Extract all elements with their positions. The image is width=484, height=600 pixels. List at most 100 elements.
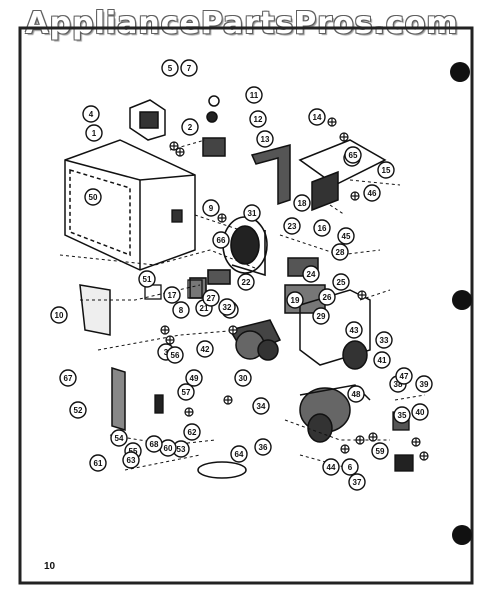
callout-label: 57: [182, 388, 191, 397]
callout-8: 8: [172, 301, 190, 319]
callout-label: 8: [179, 306, 184, 315]
callout-label: 24: [307, 270, 316, 279]
binder-hole-bottom: [452, 525, 472, 545]
callout-18: 18: [293, 194, 311, 212]
screw-icon: [339, 132, 349, 142]
callout-60: 60: [159, 439, 177, 457]
callout-11: 11: [245, 86, 263, 104]
callout-label: 9: [209, 204, 214, 213]
callout-label: 38: [394, 380, 403, 389]
callout-32: 32: [218, 298, 236, 316]
page-frame: [18, 26, 474, 585]
callout-label: 41: [378, 356, 387, 365]
callout-30: 30: [234, 369, 252, 387]
callout-label: 16: [318, 224, 327, 233]
callout-label: 64: [235, 450, 244, 459]
callout-label: 4: [89, 110, 94, 119]
callout-label: 13: [261, 135, 270, 144]
screw-icon: [419, 451, 429, 461]
binder-hole-middle: [452, 290, 472, 310]
callout-9: 9: [202, 199, 220, 217]
callout-50: 50: [84, 188, 102, 206]
fan-bracket: [298, 139, 387, 212]
callout-63: 63: [122, 451, 140, 469]
callout-label: 34: [257, 402, 266, 411]
magnetron-assembly: [189, 216, 268, 299]
callout-22: 22: [237, 273, 255, 291]
callout-layer: 1234567891011121314151617181920212223242…: [50, 59, 433, 491]
callout-label: 46: [368, 189, 377, 198]
callout-label: 43: [350, 326, 359, 335]
callout-label: 6: [348, 463, 353, 472]
callout-13: 13: [256, 130, 274, 148]
callout-label: 50: [89, 193, 98, 202]
screw-icon: [368, 432, 378, 442]
callout-label: 33: [380, 336, 389, 345]
callout-label: 10: [55, 311, 64, 320]
callout-1: 1: [85, 124, 103, 142]
callout-label: 35: [398, 411, 407, 420]
callout-label: 12: [254, 115, 263, 124]
callout-label: 65: [349, 151, 358, 160]
callout-48: 48: [347, 385, 365, 403]
callout-45: 45: [337, 227, 355, 245]
callout-19: 19: [286, 291, 304, 309]
callout-61: 61: [89, 454, 107, 472]
callout-52: 52: [69, 401, 87, 419]
callout-62: 62: [183, 423, 201, 441]
callout-label: 29: [317, 312, 326, 321]
callout-label: 44: [327, 463, 336, 472]
callout-40: 40: [411, 403, 429, 421]
callout-54: 54: [110, 429, 128, 447]
callout-label: 21: [200, 304, 209, 313]
callout-label: 1: [92, 129, 97, 138]
fuse-holder: [202, 95, 226, 157]
callout-26: 26: [318, 288, 336, 306]
callout-17: 17: [163, 286, 181, 304]
callout-label: 19: [291, 296, 300, 305]
callout-label: 7: [187, 64, 192, 73]
callout-6: 6: [341, 458, 359, 476]
callout-label: 67: [64, 374, 73, 383]
callout-label: 18: [298, 199, 307, 208]
callout-29: 29: [312, 307, 330, 325]
callout-59: 59: [371, 442, 389, 460]
callout-25: 25: [332, 273, 350, 291]
callout-label: 14: [313, 113, 322, 122]
callout-label: 61: [94, 459, 103, 468]
callout-24: 24: [302, 265, 320, 283]
callout-label: 45: [342, 232, 351, 241]
binder-hole-top: [450, 62, 470, 82]
callout-label: 28: [336, 248, 345, 257]
callout-label: 2: [188, 123, 193, 132]
callout-5: 5: [161, 59, 179, 77]
screw-icon: [175, 147, 185, 157]
callout-41: 41: [373, 351, 391, 369]
air-duct: [250, 144, 291, 206]
callout-31: 31: [243, 204, 261, 222]
callout-49: 49: [185, 369, 203, 387]
callout-label: 40: [416, 408, 425, 417]
fan-motor: [228, 319, 368, 370]
callout-label: 48: [352, 390, 361, 399]
screw-icon: [357, 290, 367, 300]
callout-44: 44: [322, 458, 340, 476]
callout-label: 42: [201, 345, 210, 354]
callout-label: 52: [74, 406, 83, 415]
callout-34: 34: [252, 397, 270, 415]
screw-icon: [228, 325, 238, 335]
callout-label: 59: [376, 447, 385, 456]
callout-label: 55: [129, 447, 138, 456]
callout-35: 35: [393, 406, 411, 424]
callout-label: 27: [207, 294, 216, 303]
callout-label: 30: [239, 374, 248, 383]
callout-label: 26: [323, 293, 332, 302]
control-bracket: [79, 284, 126, 432]
cabinet-box: [64, 139, 196, 271]
callout-56: 56: [166, 346, 184, 364]
callout-7: 7: [180, 59, 198, 77]
callout-67: 67: [59, 369, 77, 387]
door-switch-bracket: [129, 99, 166, 141]
callout-label: 11: [250, 91, 259, 100]
